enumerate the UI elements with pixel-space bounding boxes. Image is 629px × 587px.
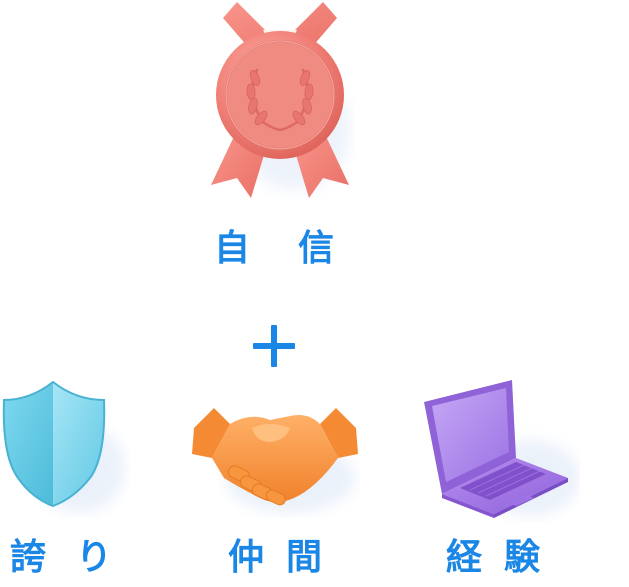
team-char-2: 間 (286, 537, 323, 578)
medal-icon (211, 2, 350, 198)
pride-char-1: 誇 (10, 537, 47, 578)
pride-char-2: り (76, 537, 113, 578)
team-label: 仲間 (228, 538, 322, 578)
pride-label: 誇り (10, 538, 112, 578)
handshake-icon (192, 408, 358, 513)
experience-label: 経験 (446, 538, 540, 578)
plus-icon (253, 325, 295, 367)
confidence-char-1: 自 (214, 228, 251, 269)
experience-char-1: 経 (446, 537, 483, 578)
shield-icon (2, 380, 125, 513)
confidence-label: 自信 (214, 229, 334, 269)
team-char-1: 仲 (228, 537, 265, 578)
laptop-icon (424, 380, 580, 518)
confidence-char-2: 信 (298, 228, 335, 269)
experience-char-2: 験 (504, 537, 541, 578)
